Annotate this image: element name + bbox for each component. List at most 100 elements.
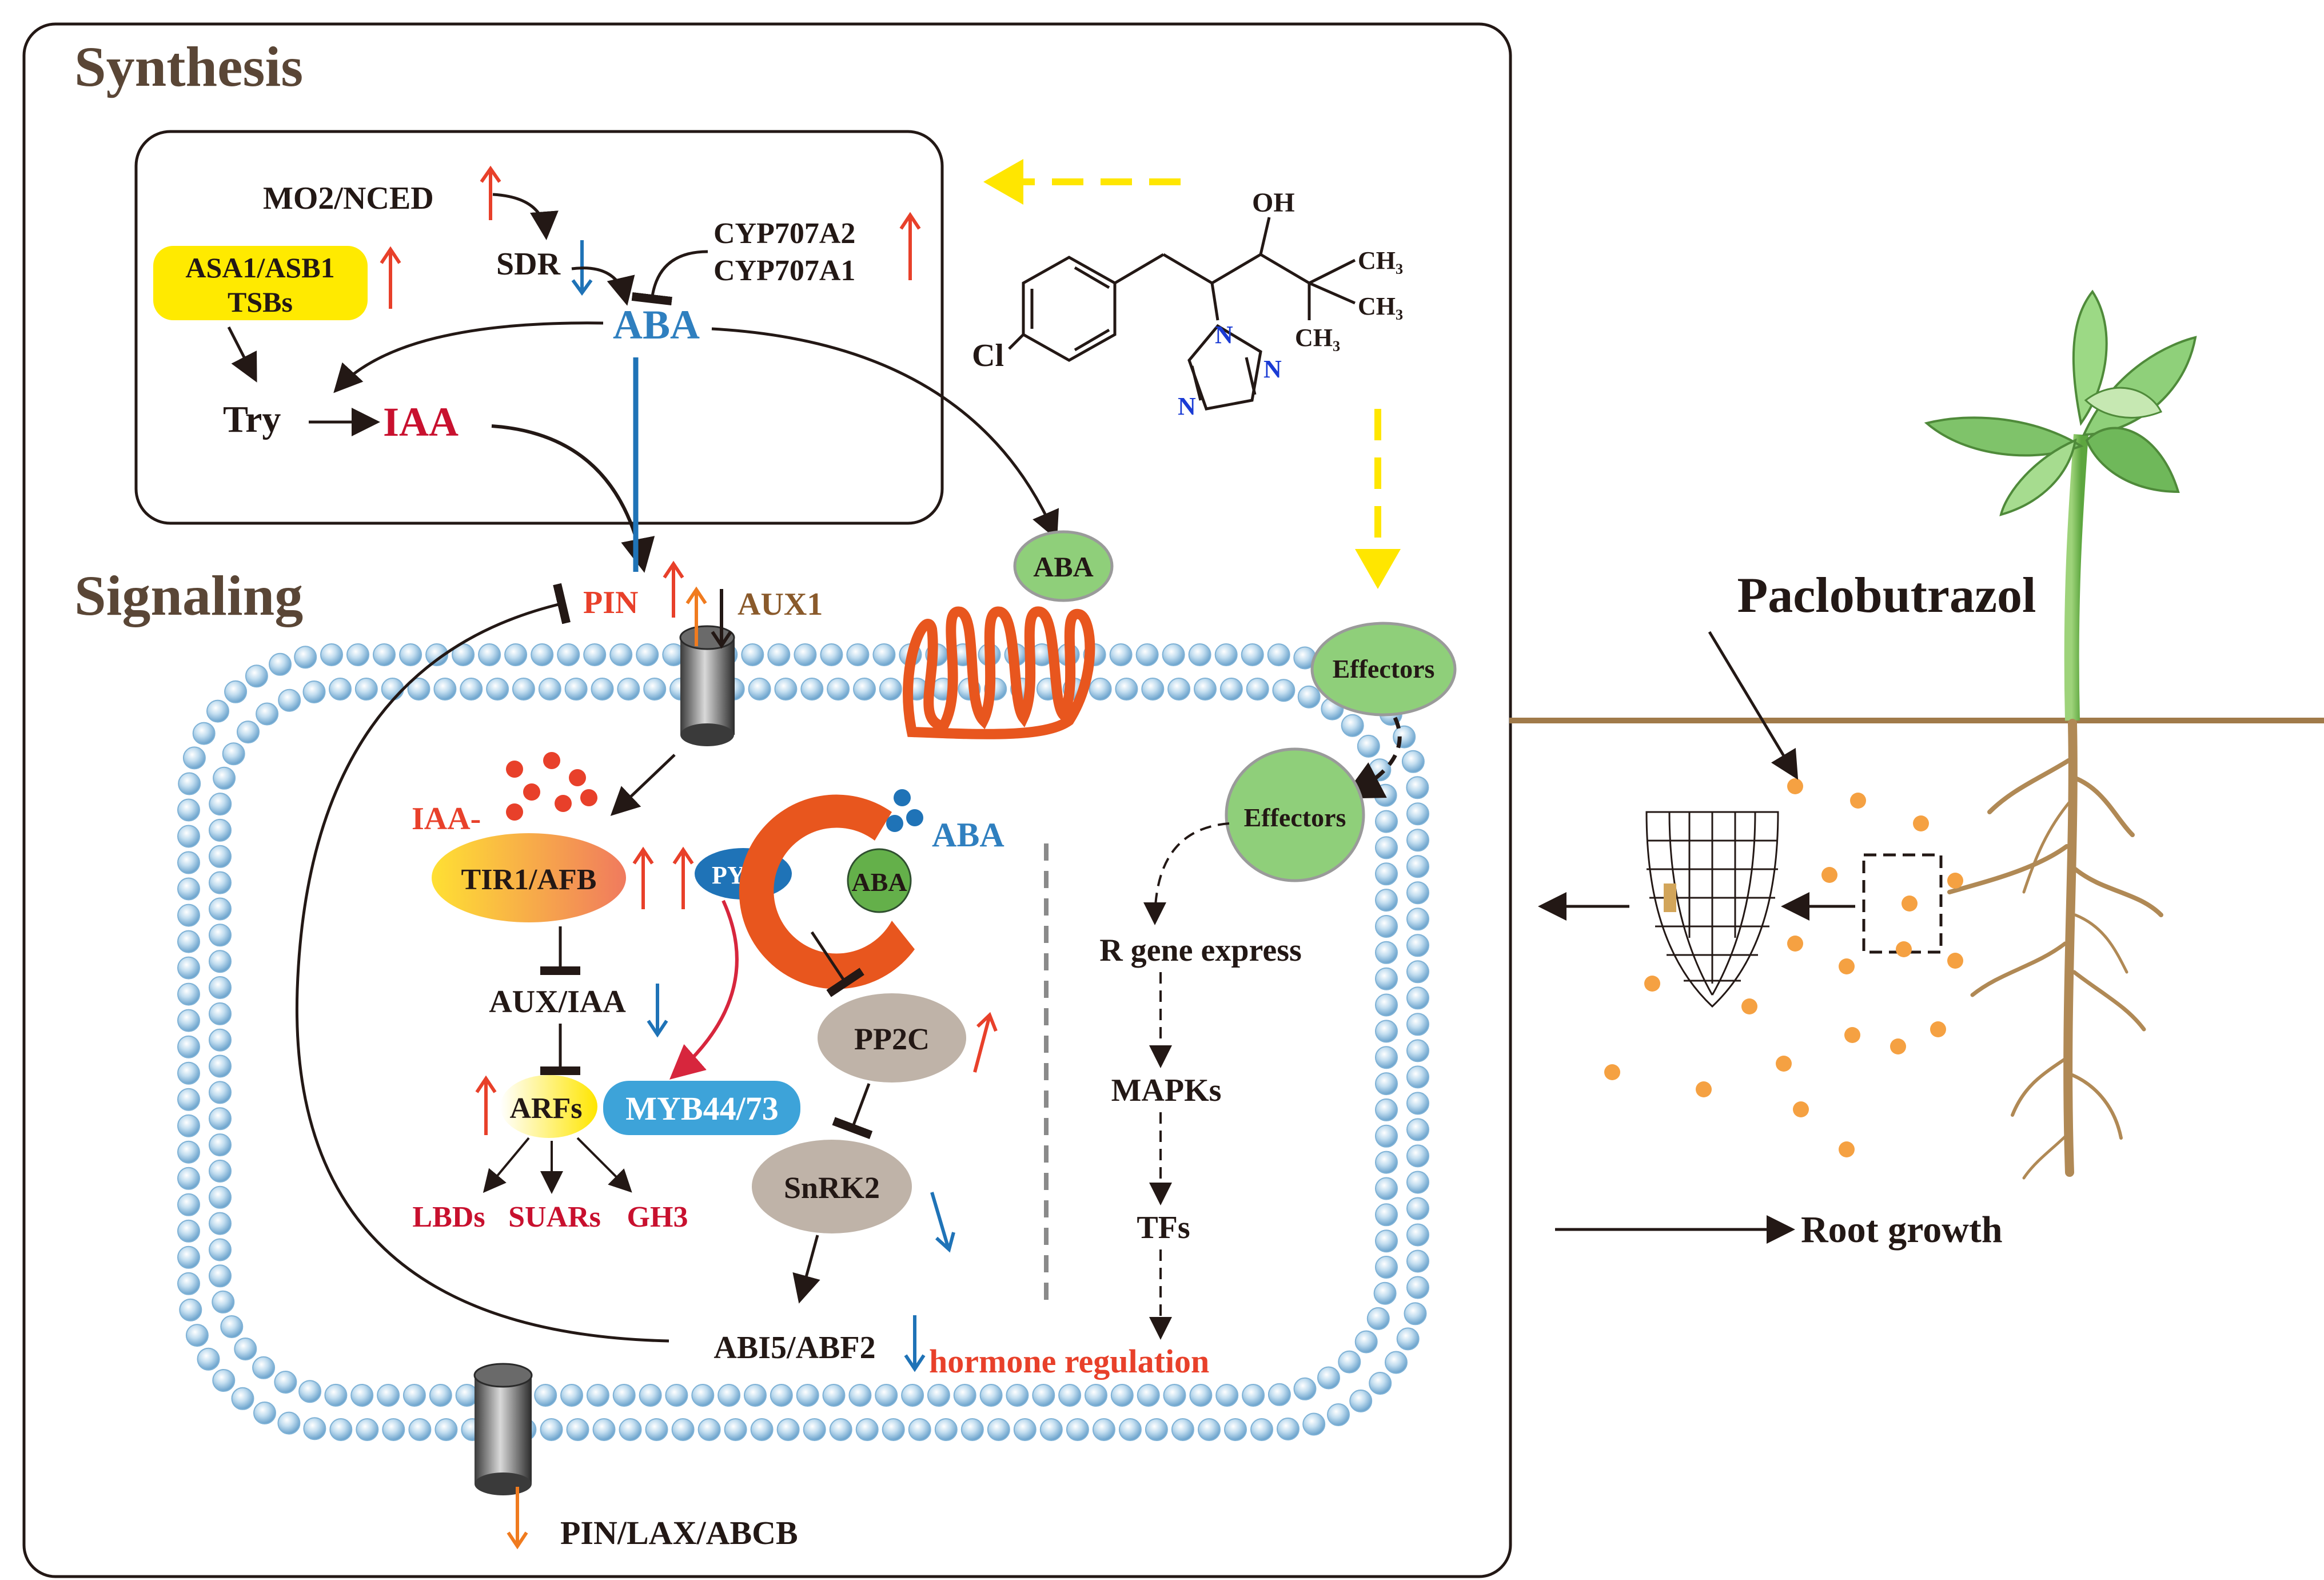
pin-lax-abcb-transporter [473, 1363, 533, 1495]
aba-signal-label: ABA [932, 816, 1004, 854]
membrane-bead [192, 722, 216, 745]
mol-ch3-a: CH₃ [1358, 246, 1403, 274]
membrane-bead [350, 1384, 374, 1407]
membrane-bead [1135, 643, 1159, 666]
membrane-bead [1241, 643, 1264, 666]
membrane-bead [1349, 1389, 1373, 1412]
gh3-label: GH3 [627, 1201, 688, 1233]
membrane-bead [1375, 1256, 1398, 1279]
down-arrow-aux1 [711, 589, 732, 649]
membrane-bead [1115, 678, 1138, 701]
membrane-bead [177, 982, 200, 1006]
membrane-bead [177, 1167, 200, 1190]
arrow-effectors-in [1342, 717, 1402, 799]
arrow-arfs-to-lbds [483, 1137, 530, 1193]
membrane-bead [1375, 1098, 1398, 1121]
membrane-bead [303, 1417, 326, 1440]
arrow-aba-to-receptor [711, 327, 1059, 540]
membrane-bead [486, 678, 509, 701]
membrane-bead [619, 1418, 642, 1441]
membrane-bead [927, 1384, 950, 1407]
r-gene-label: R gene express [1099, 933, 1302, 968]
membrane-bead [1039, 1418, 1063, 1441]
membrane-bead [1375, 836, 1398, 859]
mol-ch3-b: CH₃ [1358, 292, 1403, 320]
membrane-bead [583, 643, 607, 666]
membrane-bead [592, 1418, 616, 1441]
membrane-bead [827, 678, 850, 701]
up-arrow-pin [663, 560, 684, 618]
arrow-asa-to-try [227, 326, 257, 383]
membrane-bead [1293, 1377, 1317, 1400]
iaa-signal-label: IAA- [412, 801, 481, 837]
membrane-bead [1375, 941, 1398, 964]
membrane-bead [767, 643, 791, 666]
membrane-bead [209, 1185, 232, 1209]
membrane-bead [803, 1418, 826, 1441]
abi5-label: ABI5/ABF2 [713, 1330, 875, 1366]
membrane-bead [277, 1411, 301, 1435]
membrane-bead [586, 1384, 609, 1407]
membrane-bead [209, 897, 232, 921]
iaa-synthesis-label: IAA [383, 399, 459, 445]
effectors-outer [1310, 622, 1457, 717]
membrane-bead [253, 1401, 276, 1424]
membrane-bead [177, 956, 200, 980]
membrane-bead [455, 1384, 479, 1407]
membrane-bead [1406, 1144, 1429, 1168]
membrane-bead [433, 678, 457, 701]
pp2c-label: PP2C [854, 1022, 930, 1056]
membrane-bead [177, 1245, 200, 1269]
membrane-bead [329, 678, 352, 701]
membrane-bead [1194, 678, 1217, 701]
membrane-bead [609, 643, 633, 666]
membrane-bead [382, 1418, 405, 1441]
membrane-bead [1406, 881, 1429, 905]
membrane-bead [979, 1384, 1003, 1407]
arrow-pyl9-to-myb [669, 900, 739, 1080]
aba-receptor-label: ABA [1033, 551, 1094, 583]
up-arrow-pp2c [973, 1012, 998, 1073]
membrane-bead [274, 1371, 297, 1394]
membrane-bead [1162, 643, 1185, 666]
membrane-bead [1385, 1351, 1408, 1374]
membrane-bead [1406, 1039, 1429, 1062]
membrane-bead [1214, 643, 1238, 666]
membrane-bead [209, 1238, 232, 1261]
membrane-bead [178, 772, 201, 795]
membrane-bead [1375, 1046, 1398, 1069]
membrane-bead [1406, 960, 1429, 984]
synthesis-heading: Synthesis [74, 35, 303, 98]
tfs-label: TFs [1137, 1210, 1190, 1245]
membrane-bead [1406, 829, 1429, 852]
membrane-bead [377, 1384, 400, 1407]
membrane-bead [209, 1028, 232, 1052]
pp2c-node [818, 993, 966, 1082]
membrane-bead [220, 1315, 244, 1338]
signaling-heading: Signaling [74, 564, 303, 627]
membrane-bead [1375, 993, 1398, 1017]
root-tip-zoom-box [1862, 853, 1943, 954]
membrane-bead [1406, 1276, 1429, 1299]
myb-node [603, 1081, 800, 1135]
membrane-bead [1406, 1092, 1429, 1115]
effectors-inner [1225, 747, 1365, 882]
membrane-bead [478, 643, 501, 666]
inhibit-cyp-to-aba [631, 250, 708, 306]
membrane-bead [1406, 1249, 1429, 1273]
tir1-afb [432, 833, 626, 922]
membrane-bead [209, 950, 232, 973]
membrane-bead [1224, 1418, 1247, 1441]
membrane-bead [231, 1387, 254, 1410]
membrane-bead [209, 1133, 232, 1157]
membrane-bead [1189, 1384, 1213, 1407]
membrane-bead [1215, 1384, 1239, 1407]
mol-n2: N [1263, 355, 1282, 383]
membrane-bead [407, 678, 430, 701]
membrane-bead [908, 1418, 931, 1441]
yellow-arrowhead-down [1355, 549, 1401, 589]
membrane-bead [182, 746, 206, 770]
membrane-bead [671, 1418, 695, 1441]
membrane-bead [776, 1418, 800, 1441]
membrane-bead [1369, 1372, 1392, 1395]
